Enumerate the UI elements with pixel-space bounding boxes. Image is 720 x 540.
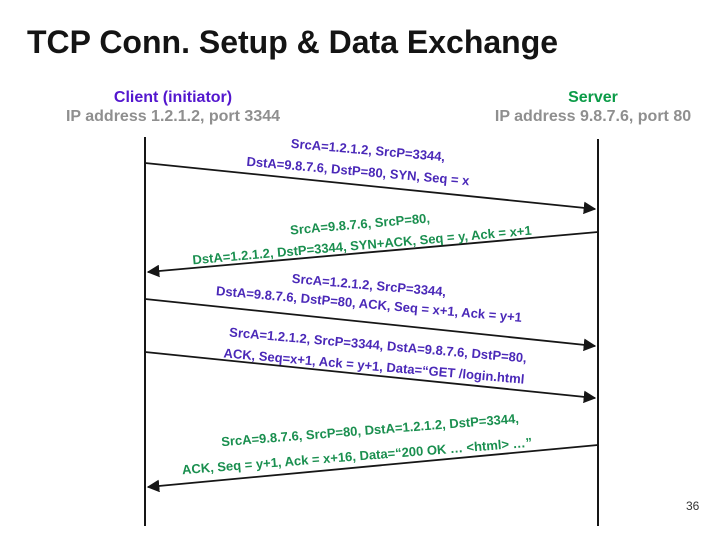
message-arrow-response (146, 444, 599, 493)
client-name: Client (initiator) (113, 89, 233, 106)
client-address: IP address 1.2.1.2, port 3344 (65, 108, 281, 125)
message-arrow-synack (146, 231, 599, 278)
message-arrow-ack (144, 298, 597, 352)
participant-client: Client (initiator) IP address 1.2.1.2, p… (33, 88, 313, 126)
participant-server: Server IP address 9.8.7.6, port 80 (453, 88, 720, 126)
server-address: IP address 9.8.7.6, port 80 (494, 108, 692, 125)
page-number: 36 (686, 499, 700, 513)
server-name: Server (568, 89, 618, 106)
slide-title: TCP Conn. Setup & Data Exchange (27, 24, 559, 60)
message-arrow-syn (144, 162, 597, 215)
message-arrow-get (144, 351, 597, 404)
